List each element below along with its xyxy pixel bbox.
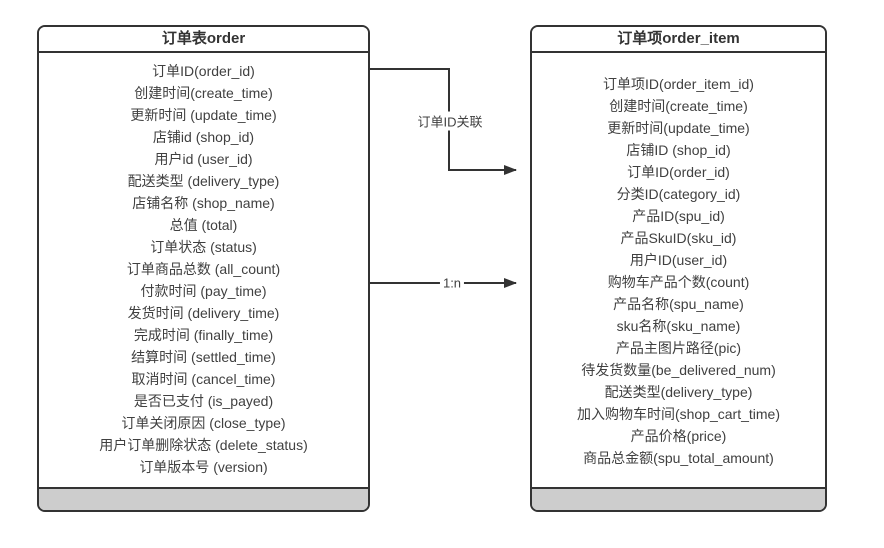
field-row: 购物车产品个数(count) [607,274,750,290]
field-row: 用户订单删除状态 (delete_status) [99,437,308,453]
field-row: 产品主图片路径(pic) [615,340,742,356]
field-row: 创建时间(create_time) [609,98,748,114]
field-row: 待发货数量(be_delivered_num) [581,362,776,378]
entity-table-order-fields: 订单ID(order_id) 创建时间(create_time) 更新时间 (u… [39,53,368,487]
connector-label-cardinality: 1:n [439,275,465,291]
field-row: 产品ID(spu_id) [632,208,725,224]
field-row: 订单商品总数 (all_count) [126,261,281,277]
field-row: 付款时间 (pay_time) [140,283,267,299]
field-row: 创建时间(create_time) [134,85,273,101]
entity-table-order-item-fields: 订单项ID(order_item_id) 创建时间(create_time) 更… [532,53,825,487]
field-row: 更新时间(update_time) [607,120,750,136]
field-row: 取消时间 (cancel_time) [131,371,276,387]
entity-table-order: 订单表order 订单ID(order_id) 创建时间(create_time… [37,25,370,512]
entity-table-order-title: 订单表order [39,27,368,53]
field-row: 订单ID(order_id) [627,164,730,180]
field-row: 店铺名称 (shop_name) [132,195,275,211]
field-row: 产品名称(spu_name) [613,296,744,312]
entity-table-order-item-footer [532,487,825,510]
field-row: 分类ID(category_id) [616,186,741,202]
field-row: 配送类型(delivery_type) [604,384,753,400]
field-row: 订单版本号 (version) [139,459,268,475]
field-row: 订单ID(order_id) [152,63,255,79]
field-row: 产品价格(price) [630,428,727,444]
field-row: 店铺ID (shop_id) [626,142,731,158]
field-row: 是否已支付 (is_payed) [133,393,274,409]
entity-table-order-footer [39,487,368,510]
field-row: 订单状态 (status) [150,239,257,255]
field-row: 店铺id (shop_id) [152,129,255,145]
entity-table-order-item-title: 订单项order_item [532,27,825,53]
field-row: 订单项ID(order_item_id) [603,76,754,92]
field-row: 用户id (user_id) [154,151,253,167]
field-row: sku名称(sku_name) [616,318,741,334]
field-row: 总值 (total) [169,217,238,233]
field-row: 用户ID(user_id) [629,252,728,268]
field-row: 配送类型 (delivery_type) [127,173,280,189]
field-row: 产品SkuID(sku_id) [620,230,737,246]
field-row: 更新时间 (update_time) [130,107,277,123]
entity-table-order-item: 订单项order_item 订单项ID(order_item_id) 创建时间(… [530,25,827,512]
field-row: 订单关闭原因 (close_type) [121,415,286,431]
field-row: 结算时间 (settled_time) [131,349,276,365]
field-row: 完成时间 (finally_time) [133,327,274,343]
connector-label-order-id-link: 订单ID关联 [414,111,486,131]
field-row: 商品总金额(spu_total_amount) [583,450,774,466]
field-row: 加入购物车时间(shop_cart_time) [576,406,781,422]
field-row: 发货时间 (delivery_time) [127,305,280,321]
